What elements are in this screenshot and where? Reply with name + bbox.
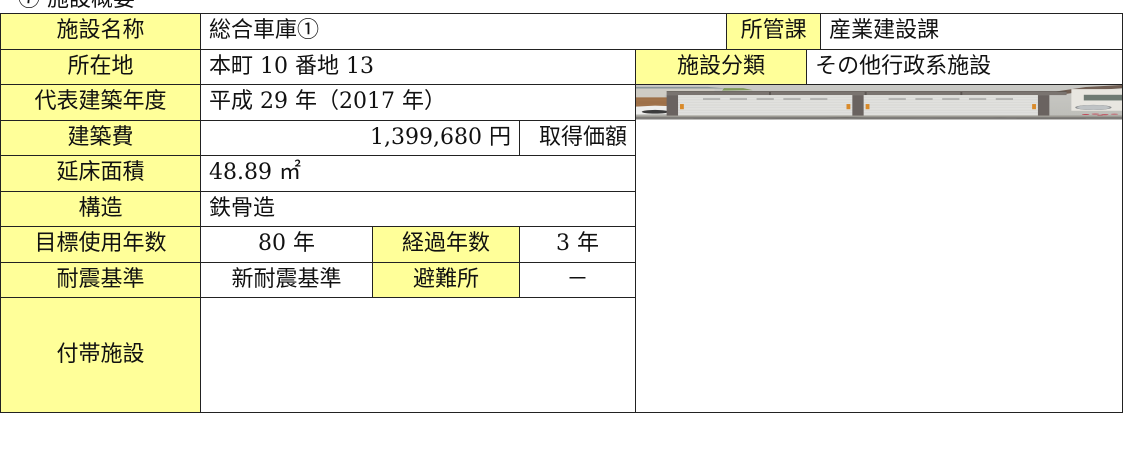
section-title: ⑦ 施設概要 <box>18 0 135 13</box>
structure-label: 構造 <box>0 190 201 227</box>
cost-value: 1,399,680 円 <box>200 119 520 156</box>
name-label: 施設名称 <box>0 13 201 50</box>
garage-photo <box>636 85 1122 120</box>
location-label: 所在地 <box>0 48 201 85</box>
cost-label: 建築費 <box>0 119 201 156</box>
elapsed-label: 経過年数 <box>372 226 520 263</box>
category-value: その他行政系施設 <box>806 48 1124 85</box>
floor-area-value: 48.89 ㎡ <box>200 155 636 192</box>
seismic-label: 耐震基準 <box>0 261 201 298</box>
shelter-value: － <box>519 261 636 298</box>
elapsed-value: 3 年 <box>519 226 636 263</box>
facility-photo <box>634 84 1124 413</box>
target-years-label: 目標使用年数 <box>0 226 201 263</box>
row-location: 所在地 本町 10 番地 13 施設分類 その他行政系施設 <box>0 48 1124 85</box>
shelter-label: 避難所 <box>372 261 520 298</box>
row-name: 施設名称 総合車庫① 所管課 産業建設課 <box>0 13 1124 50</box>
annex-label: 付帯施設 <box>0 297 201 413</box>
target-years-value: 80 年 <box>200 226 373 263</box>
year-label: 代表建築年度 <box>0 84 201 121</box>
category-label: 施設分類 <box>634 48 808 85</box>
facility-overview-table: 施設名称 総合車庫① 所管課 産業建設課 所在地 本町 10 番地 13 施設分… <box>0 13 1124 413</box>
name-value: 総合車庫① <box>199 13 728 50</box>
year-value: 平成 29 年（2017 年） <box>200 84 636 121</box>
annex-value <box>200 297 636 413</box>
row-structure: 構造 鉄骨造 <box>0 190 1123 227</box>
row-year: 代表建築年度 平成 29 年（2017 年） <box>0 84 1124 413</box>
acquisition-label: 取得価額 <box>519 119 636 156</box>
row-floor-area: 延床面積 48.89 ㎡ <box>0 155 1123 192</box>
floor-area-label: 延床面積 <box>0 155 201 192</box>
location-value: 本町 10 番地 13 <box>200 48 636 85</box>
dept-label: 所管課 <box>726 13 822 50</box>
row-annex: 付帯施設 <box>0 297 1123 413</box>
dept-value: 産業建設課 <box>820 13 1124 50</box>
seismic-value: 新耐震基準 <box>200 261 373 298</box>
row-seismic: 耐震基準 新耐震基準 避難所 － <box>0 261 1123 298</box>
structure-value: 鉄骨造 <box>200 190 636 227</box>
